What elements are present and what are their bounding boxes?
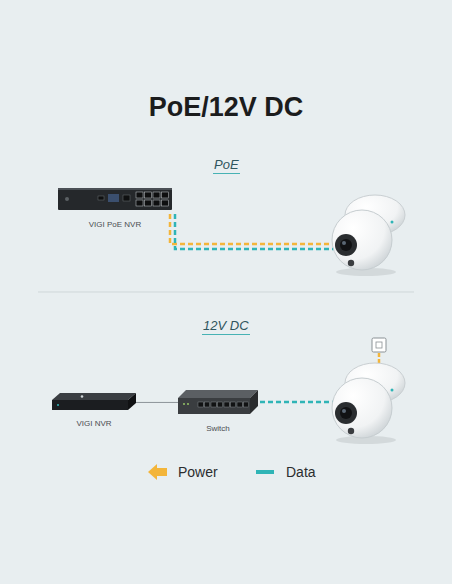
- dome-camera: [332, 195, 405, 276]
- nvr-device: [58, 186, 172, 212]
- section-heading: 12V DC: [202, 318, 250, 335]
- data-line: [260, 401, 333, 404]
- diagram-title: PoE/12V DC: [0, 92, 452, 123]
- device-node: Switch: [178, 388, 258, 434]
- dome-camera: [332, 363, 405, 444]
- legend-label: Data: [286, 464, 316, 480]
- section-heading: PoE: [213, 157, 240, 174]
- nvr-device: [52, 392, 136, 411]
- device-label: Switch: [206, 424, 230, 434]
- legend-swatch: [254, 462, 276, 482]
- switch-device: [178, 388, 258, 416]
- device-node: VIGI NVR: [52, 392, 136, 429]
- legend-swatch: [146, 462, 168, 482]
- legend-label: Power: [178, 464, 218, 480]
- separator-line: [38, 292, 414, 293]
- power-line: [170, 214, 334, 244]
- device-label: VIGI NVR: [76, 419, 111, 429]
- connector-line: [136, 402, 178, 403]
- device-node: VIGI PoE NVR: [58, 186, 172, 230]
- power-outlet: [372, 338, 386, 352]
- data-line: [175, 214, 334, 249]
- device-label: VIGI PoE NVR: [89, 220, 141, 230]
- legend-item: Data: [254, 462, 316, 482]
- legend-item: Power: [146, 462, 218, 482]
